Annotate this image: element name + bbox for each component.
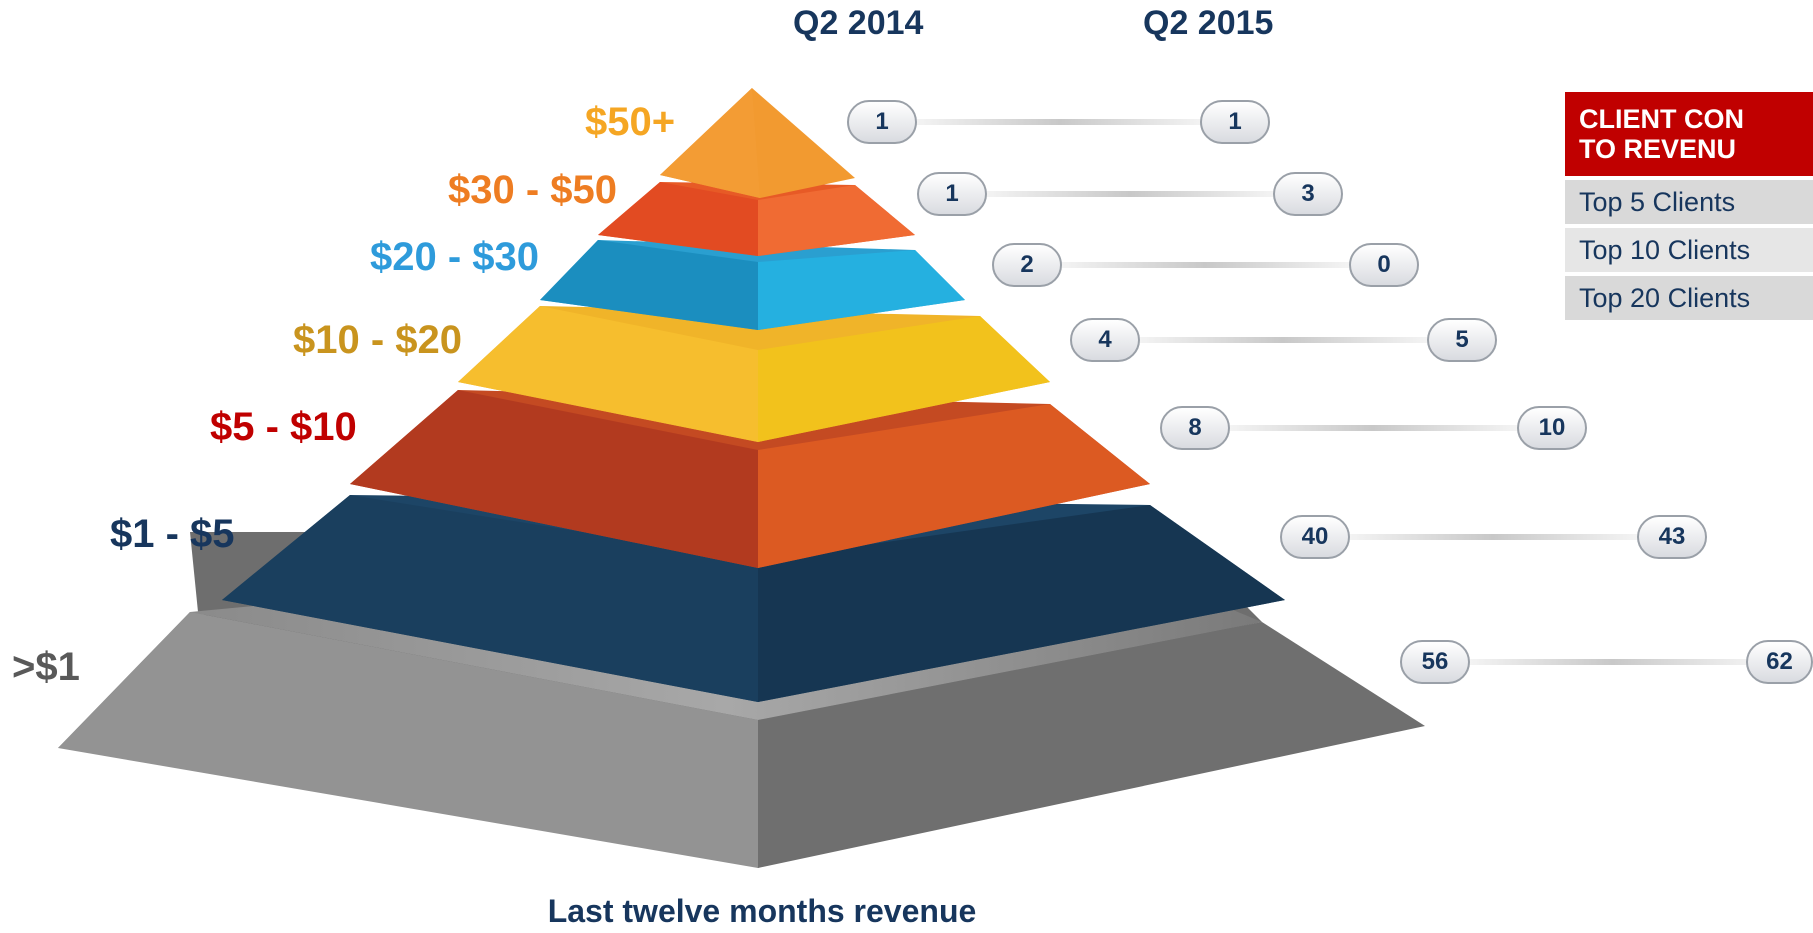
connector-line — [1138, 337, 1428, 343]
connector-line — [1228, 425, 1518, 431]
count-q2-2014-over-1: 56 — [1400, 640, 1470, 684]
tier-label-1-5: $1 - $5 — [110, 512, 235, 556]
column-header-q2-2015: Q2 2015 — [1143, 4, 1274, 42]
pyramid-tier-20-30 — [540, 240, 965, 330]
pyramid-tier-1-5 — [222, 495, 1285, 702]
tier-label-30-50: $30 - $50 — [448, 168, 618, 212]
tier-label-over-1: >$1 — [12, 645, 80, 689]
pyramid-tier-5-10 — [350, 390, 1150, 568]
connector-line — [985, 191, 1275, 197]
count-q2-2014-50-plus: 1 — [847, 100, 917, 144]
pyramid-tier-30-50 — [598, 182, 915, 256]
count-q2-2015-1-5: 43 — [1637, 515, 1707, 559]
count-q2-2015-20-30: 0 — [1349, 243, 1419, 287]
footer-caption: Last twelve months revenue — [547, 893, 977, 929]
panel-row-top-20: Top 20 Clients — [1565, 276, 1813, 320]
count-q2-2014-5-10: 8 — [1160, 406, 1230, 450]
connector-line — [1348, 534, 1638, 540]
tier-label-20-30: $20 - $30 — [370, 235, 540, 279]
connector-line — [915, 119, 1205, 125]
count-q2-2015-30-50: 3 — [1273, 172, 1343, 216]
client-concentration-panel: CLIENT CON TO REVENU Top 5 Clients Top 1… — [1565, 92, 1813, 320]
count-q2-2015-over-1: 62 — [1746, 640, 1813, 684]
panel-title: CLIENT CON TO REVENU — [1565, 92, 1813, 176]
tier-label-10-20: $10 - $20 — [293, 318, 463, 362]
tier-label-5-10: $5 - $10 — [210, 405, 357, 449]
pyramid-tier-10-20 — [458, 306, 1050, 442]
count-q2-2015-5-10: 10 — [1517, 406, 1587, 450]
count-q2-2015-10-20: 5 — [1427, 318, 1497, 362]
panel-row-top-10: Top 10 Clients — [1565, 228, 1813, 272]
count-q2-2014-1-5: 40 — [1280, 515, 1350, 559]
pyramid-tier-50-plus — [660, 88, 855, 198]
connector-line — [1468, 659, 1758, 665]
count-q2-2014-30-50: 1 — [917, 172, 987, 216]
panel-row-top-5: Top 5 Clients — [1565, 180, 1813, 224]
connector-line — [1060, 262, 1350, 268]
count-q2-2014-20-30: 2 — [992, 243, 1062, 287]
count-q2-2015-50-plus: 1 — [1200, 100, 1270, 144]
column-header-q2-2014: Q2 2014 — [793, 4, 924, 42]
count-q2-2014-10-20: 4 — [1070, 318, 1140, 362]
tier-label-50-plus: $50+ — [585, 100, 676, 144]
